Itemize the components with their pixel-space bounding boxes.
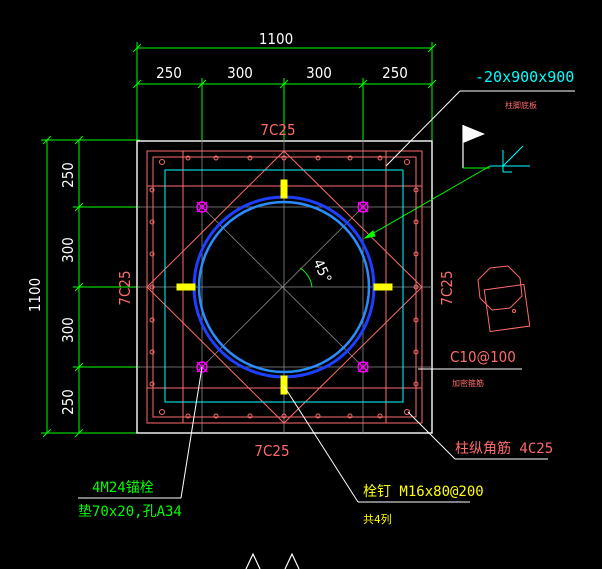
- anchor-bolts: [196, 201, 369, 373]
- bottom-partial-marks: [245, 552, 300, 569]
- dim-top-part-2: 300: [227, 64, 253, 82]
- weld-symbol-icon: [490, 145, 530, 173]
- stirrup-label: C10@100: [450, 348, 516, 366]
- dim-top-part-3: 300: [306, 64, 332, 82]
- anchor-washer-label: 垫70x20,孔A34: [78, 504, 182, 520]
- dim-left-part-4: 250: [59, 389, 77, 415]
- plate-spec-label: -20x900x900: [475, 68, 574, 86]
- anchor-bolt-leader: [78, 366, 203, 499]
- stud-note-label: 共4列: [363, 512, 392, 526]
- studs: [176, 179, 393, 395]
- dim-top-part-4: 250: [382, 64, 408, 82]
- rebar-right-label: 7C25: [438, 270, 456, 305]
- plate-leader: [363, 90, 575, 239]
- anchor-bolt-label: 4M24锚栓: [92, 480, 154, 496]
- dim-left-part-2: 300: [59, 237, 77, 263]
- rebar-top-label: 7C25: [260, 121, 295, 139]
- corner-bar-label: 柱纵角筋 4C25: [455, 440, 553, 457]
- steel-tube-inner: [197, 200, 371, 374]
- dim-top-part-1: 250: [156, 64, 182, 82]
- left-dimension-chain: [41, 135, 140, 438]
- stud-leader: [283, 385, 470, 503]
- section-detail-icon: [477, 265, 531, 333]
- corner-bar-leader: [407, 411, 548, 460]
- plate-note-label: 柱脚底板: [505, 100, 537, 110]
- flag-icon: [462, 125, 490, 169]
- dim-left-part-3: 300: [59, 317, 77, 343]
- dim-left-total: 1100: [26, 278, 44, 312]
- dim-left-part-1: 250: [59, 162, 77, 188]
- rebar-left-label: 7C25: [116, 270, 134, 305]
- angle-arc: [299, 267, 313, 288]
- top-dimension-chain: [132, 42, 437, 140]
- stirrup-note-label: 加密箍筋: [452, 378, 484, 388]
- rebar-dots: [149, 155, 419, 419]
- dim-top-total: 1100: [259, 30, 293, 48]
- stud-label: 栓钉 M16x80@200: [363, 484, 484, 500]
- angle-label: 45°: [309, 257, 334, 287]
- base-plate: [164, 169, 404, 403]
- rebar-bottom-label: 7C25: [254, 442, 289, 460]
